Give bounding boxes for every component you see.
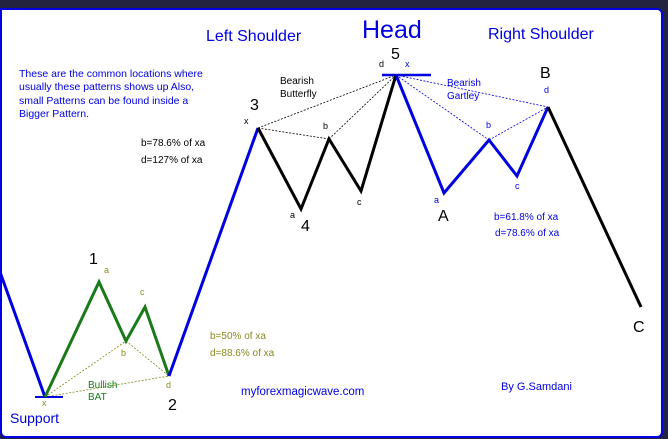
head-title: Head [362,16,422,44]
right-shoulder-title: Right Shoulder [488,26,594,43]
note-line: small Patterns can be found inside a [19,94,189,107]
note-text: These are the common locations where usu… [19,68,203,121]
bearish-butterfly-wave [256,74,398,213]
bat-point-d: d [166,380,172,390]
wave-4-label: 4 [301,218,310,235]
bat-xb-guide [44,340,127,398]
gartley-point-c: c [515,181,520,191]
gartley-bd-guide [488,106,549,141]
butterfly-xd-guide [257,74,397,129]
note-line: usually these patterns shows up Also, [19,81,195,94]
bat-ratio-b: b=50% of xa [210,331,266,342]
bat-point-c: c [140,287,145,297]
bat-point-b: b [121,348,127,358]
gartley-point-b: b [486,120,492,130]
butterfly-point-x: x [244,116,249,126]
support-label: Support [10,410,60,426]
gartley-pattern-name: Bearish Gartley [447,77,481,103]
bat-point-a: a [104,265,110,275]
wave-A-label: A [438,208,449,225]
gartley-point-a: a [434,195,440,205]
bearish-gartley-wave [394,74,550,196]
butterfly-point-a: a [290,210,296,220]
gartley-name-line: Gartley [447,91,480,102]
gartley-xd-guide [395,74,549,108]
wave-1-label: 1 [89,251,98,268]
bat-pattern-name: Bullish BAT [88,380,117,404]
author-credit: By G.Samdani [501,381,572,393]
note-line: Bigger Pattern. [19,107,90,120]
butterfly-ratio-d: d=127% of xa [141,155,203,166]
butterfly-point-d: d [379,59,385,69]
butterfly-name-line: Butterfly [280,89,317,100]
butterfly-name-line: Bearish [280,76,314,87]
butterfly-point-b: b [323,121,329,131]
note-line: These are the common locations where [19,68,203,80]
website-credit: myforexmagicwave.com [241,386,365,398]
wave-down-to-support [0,271,47,398]
gartley-point-d: d [544,85,550,95]
gartley-point-x: x [405,59,410,69]
butterfly-pattern-name: Bearish Butterfly [280,75,317,101]
gartley-ratio-d: d=78.6% of xa [495,228,560,239]
butterfly-ratio-b: b=78.6% of xa [141,138,206,149]
butterfly-point-c: c [357,197,362,207]
wave-C-label: C [633,319,645,336]
gartley-ratio-b: b=61.8% of xa [494,212,559,223]
wave-B-to-C [546,106,643,308]
bat-bd-guide [125,340,170,377]
gartley-name-line: Bearish [447,78,481,89]
wave-3-label: 3 [250,97,259,114]
butterfly-bd-guide [328,74,397,140]
bat-point-x: x [42,398,47,408]
wave-5-label: 5 [391,46,400,63]
left-shoulder-title: Left Shoulder [206,28,302,45]
gartley-xb-guide [395,74,490,141]
bat-name-line: BAT [88,392,107,403]
wave-2-label: 2 [168,397,177,414]
wave-B-label: B [540,65,551,82]
bat-name-line: Bullish [88,380,118,391]
bat-ratio-d: d=88.6% of xa [210,348,275,359]
wave-2-to-3 [167,127,260,377]
butterfly-xb-guide [257,127,330,140]
bullish-bat-wave [43,278,171,398]
diagram-frame [0,8,663,438]
